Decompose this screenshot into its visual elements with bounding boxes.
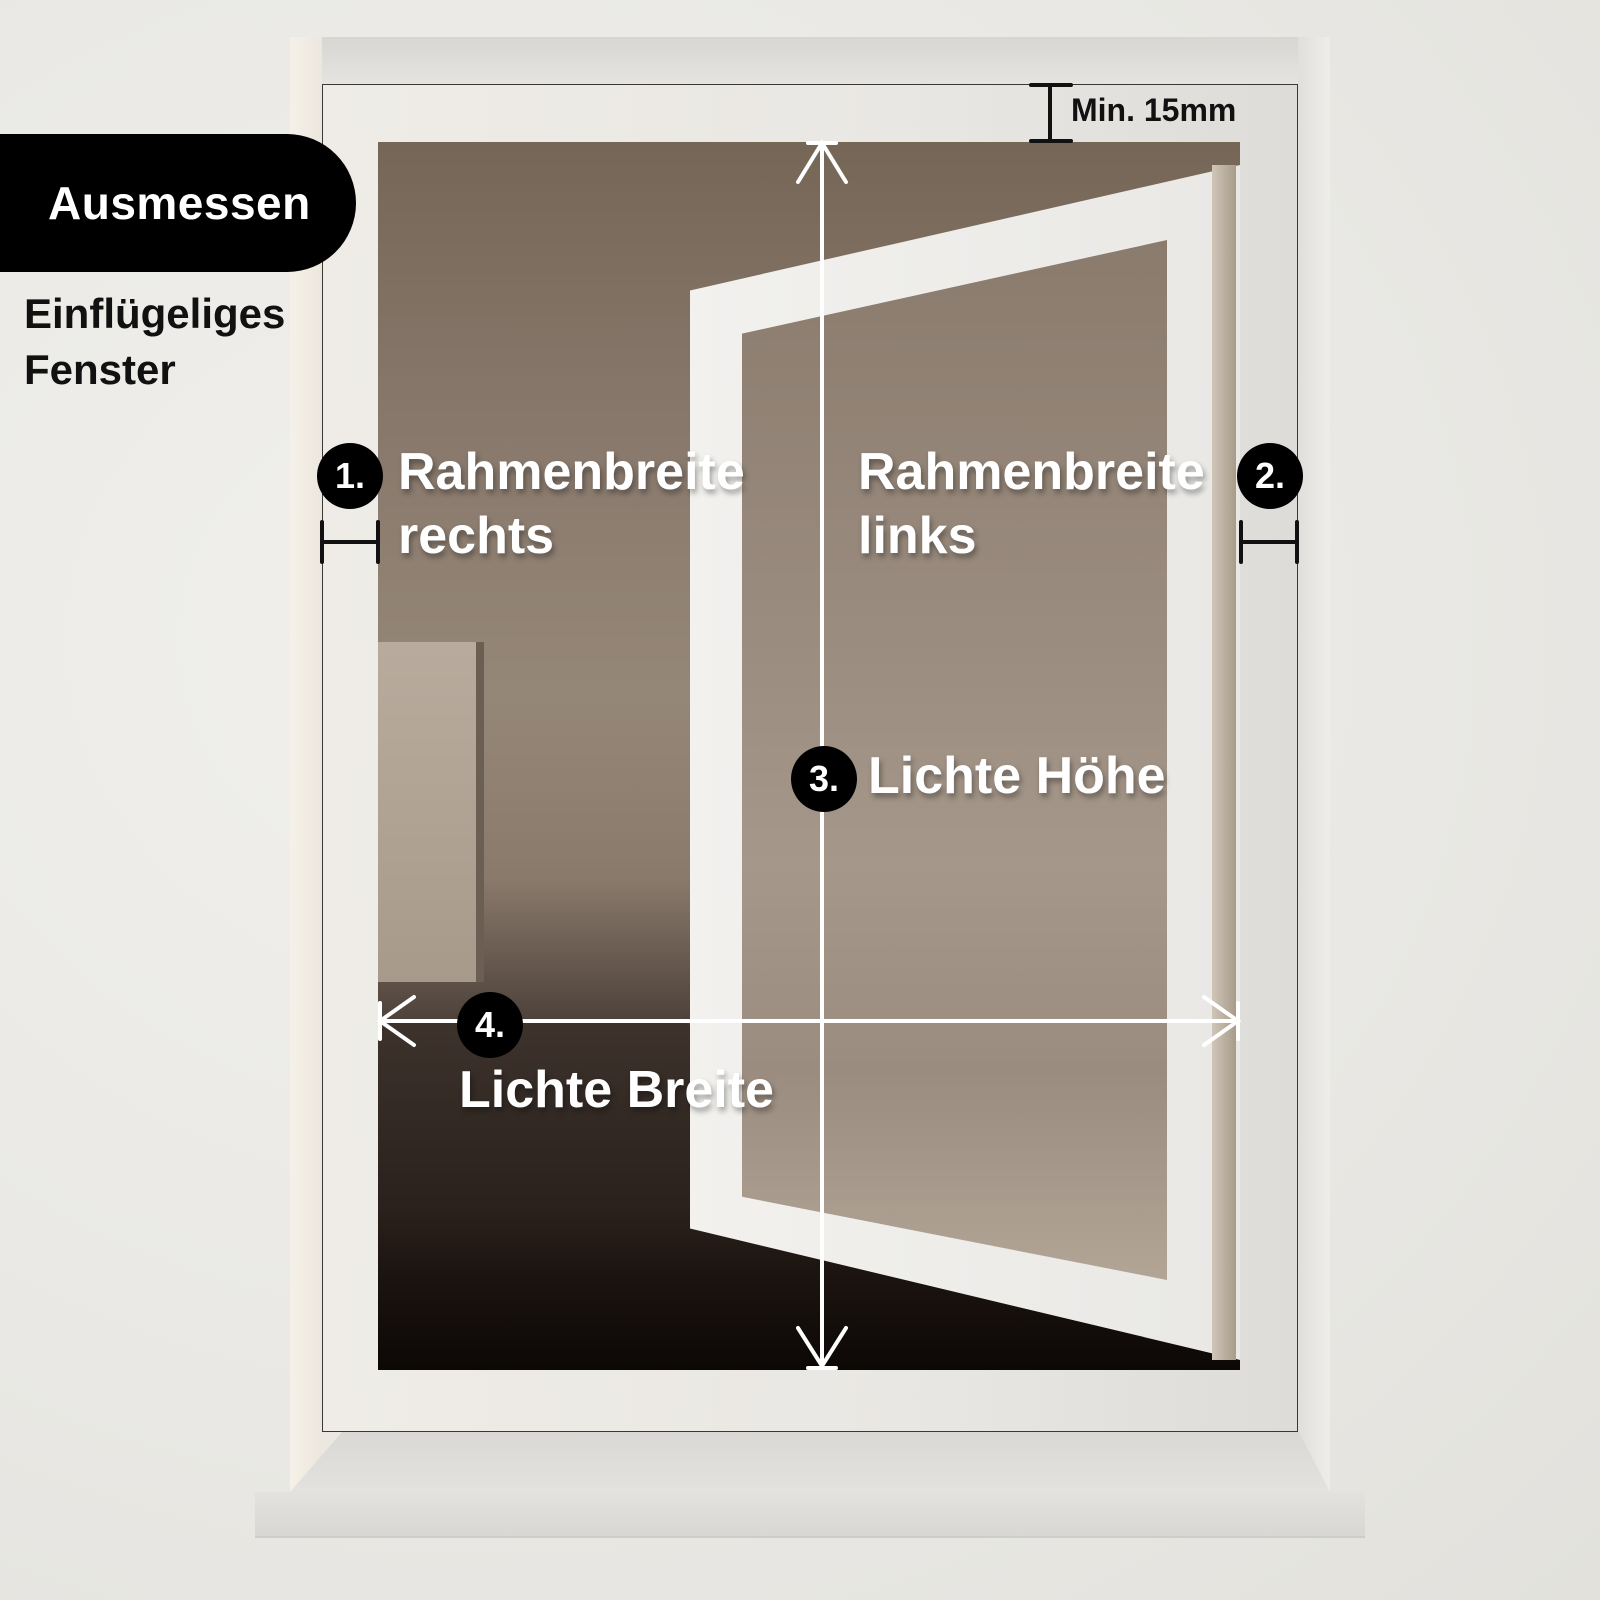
step-3-number-badge: 3. [791,746,857,812]
window-reveal-top [290,37,1330,85]
sofa [378,1022,698,1212]
min-gap-marker-icon [1029,83,1073,143]
frame-width-left-marker-icon [1239,520,1299,564]
wall-picture [378,642,484,982]
subtitle-line-1: Einflügeliges [24,290,286,337]
step-4-label: Lichte Breite [459,1058,774,1122]
window-reveal-left [290,37,322,1497]
measure-badge: Ausmessen [0,134,356,272]
step-1-line-1: Rahmenbreite [398,443,745,501]
window-sill-inner [290,1432,1330,1492]
step-3-line-1: Lichte Höhe [868,747,1166,805]
step-3-label: Lichte Höhe [868,744,1166,808]
step-2-number-badge: 2. [1237,443,1303,509]
subtitle-line-2: Fenster [24,346,176,393]
frame-width-right-marker-icon [320,520,380,564]
step-2-line-1: Rahmenbreite [858,443,1205,501]
step-2-line-2: links [858,507,977,565]
sash-edge [1212,165,1236,1360]
step-1-line-2: rechts [398,507,555,565]
step-2-label: Rahmenbreite links [858,440,1205,568]
step-4-line-1: Lichte Breite [459,1061,774,1119]
window-type-title: Einflügeliges Fenster [24,286,324,398]
step-4-number-badge: 4. [457,992,523,1058]
window-reveal-right [1298,37,1330,1497]
step-1-number-badge: 1. [317,443,383,509]
window-sill [255,1492,1365,1538]
min-gap-label: Min. 15mm [1071,92,1237,128]
clear-width-arrow-icon [376,995,1242,1047]
step-1-label: Rahmenbreite rechts [398,440,745,568]
badge-label: Ausmessen [48,177,311,229]
